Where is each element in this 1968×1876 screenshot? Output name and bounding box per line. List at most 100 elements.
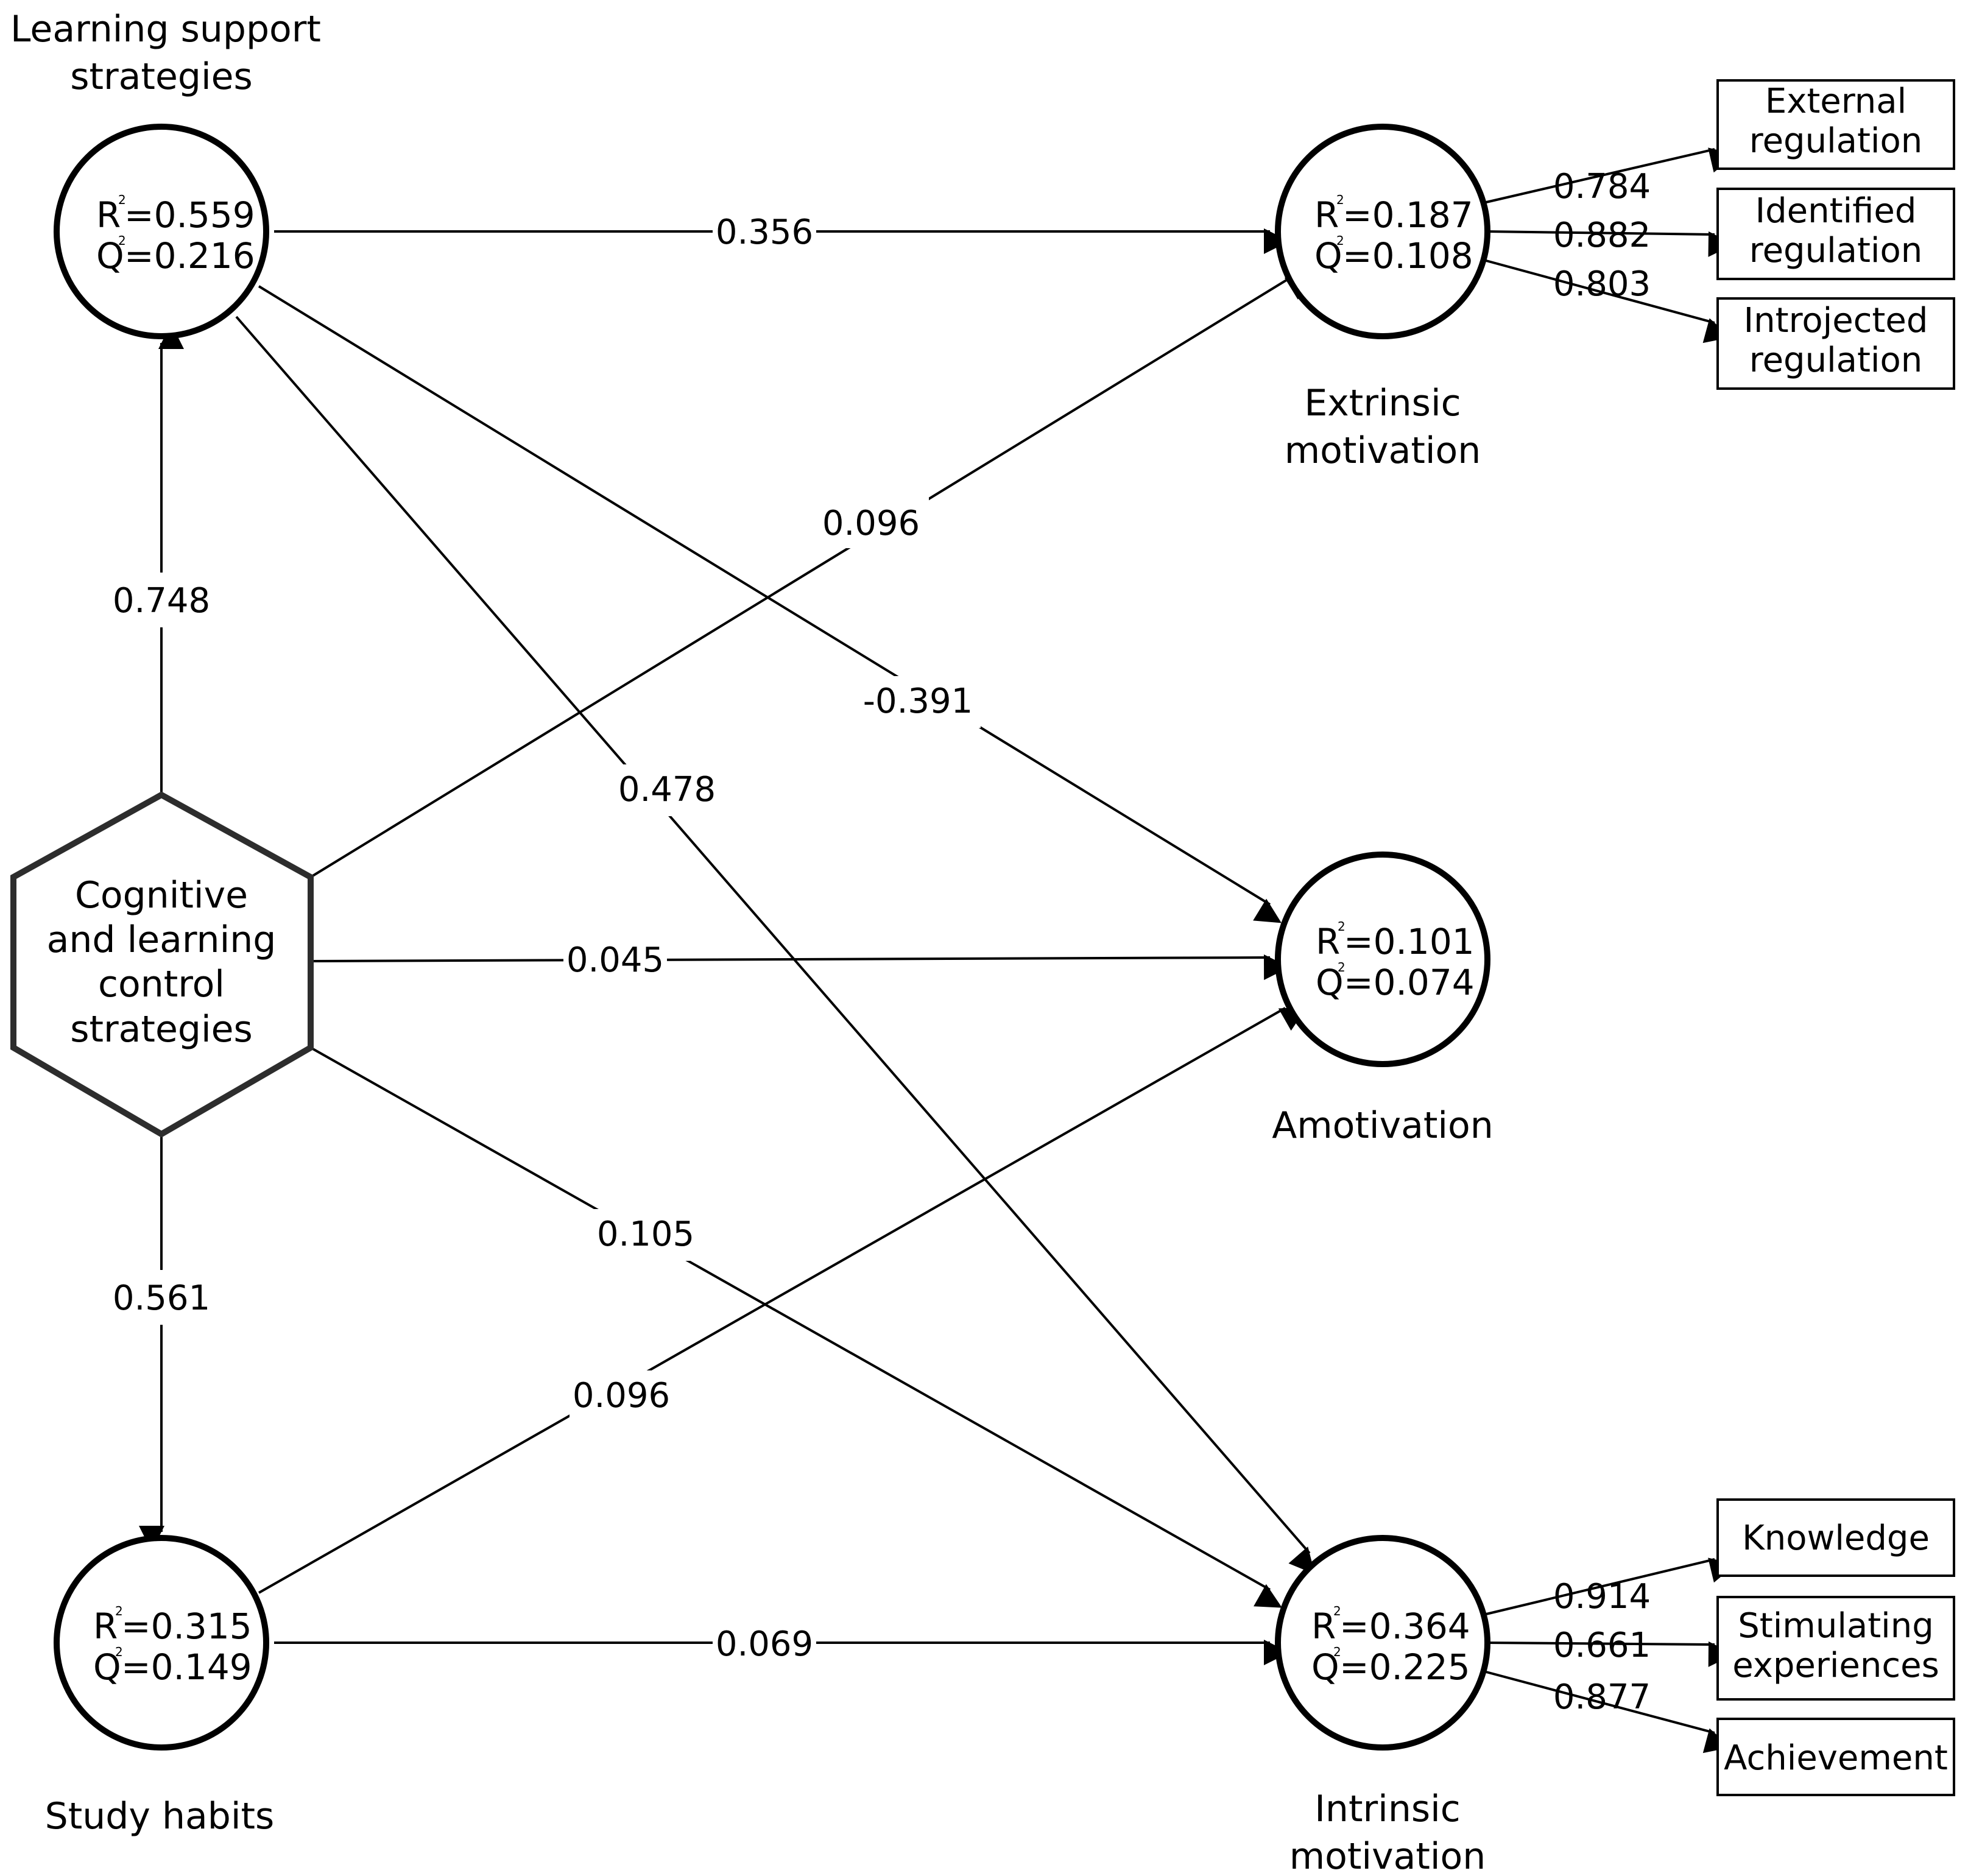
indicator-box: [1716, 1596, 1955, 1701]
indicator-label: Stimulating: [1738, 1606, 1934, 1646]
r-letter: R: [1316, 921, 1340, 962]
coef-lss-em: 0.356: [713, 210, 816, 256]
r2-value: =0.187: [1342, 194, 1473, 236]
indicator-box: [1716, 297, 1955, 390]
indicator-stimulating-experiences: Stimulating experiences: [1716, 1596, 1955, 1701]
q-superscript: 2: [1333, 1645, 1341, 1659]
loading-knowledge: 0.914: [1553, 1577, 1651, 1617]
coef-clcs-sh: 0.561: [110, 1270, 213, 1325]
construct-hexagon: [10, 791, 314, 1138]
q2-stat: Q 2 =0.216: [96, 233, 255, 277]
construct-label: strategies: [70, 1008, 253, 1051]
loading-path-knowledge: [1486, 1557, 1736, 1615]
coef-text: 0.096: [573, 1376, 670, 1416]
coef-clcs-em: 0.096: [819, 496, 929, 548]
construct-label: control: [98, 963, 225, 1006]
loading-path-stimulating-experiences: [1486, 1641, 1734, 1667]
loading-path-identified-regulation: [1486, 230, 1734, 257]
coef-text: -0.391: [863, 682, 973, 721]
r2-stat: R 2 =0.101: [1316, 919, 1475, 962]
construct-label: and learning: [47, 919, 277, 961]
indicator-box: [1716, 79, 1955, 170]
indicator-label: Achievement: [1724, 1738, 1948, 1778]
q2-stat: Q 2 =0.108: [1314, 233, 1473, 277]
indicator-box: [1716, 1498, 1955, 1577]
coef-text: 0.096: [822, 504, 920, 543]
coef-text: 0.045: [566, 940, 664, 980]
r2-stat: R 2 =0.315: [93, 1604, 252, 1647]
q-letter: Q: [1314, 235, 1342, 277]
coef-text: 0.105: [597, 1215, 694, 1254]
r-letter: R: [1314, 194, 1339, 236]
construct-label: Learning support: [10, 8, 321, 51]
loading-achievement: 0.877: [1553, 1677, 1651, 1717]
q2-stat: Q 2 =0.149: [93, 1645, 252, 1688]
r2-value: =0.315: [121, 1606, 252, 1647]
indicator-label: Identified: [1755, 191, 1917, 231]
r-superscript: 2: [118, 192, 126, 207]
r-letter: R: [93, 1606, 118, 1647]
q-superscript: 2: [118, 233, 126, 248]
q2-stat: Q 2 =0.225: [1311, 1645, 1470, 1688]
q2-value: =0.108: [1342, 235, 1473, 277]
q2-stat: Q 2 =0.074: [1316, 960, 1475, 1003]
construct-label: strategies: [70, 55, 253, 98]
construct-amotivation: R 2 =0.101 Q 2 =0.074 Amotivation: [1272, 852, 1494, 1147]
coef-clcs-lss: 0.748: [110, 573, 213, 627]
q2-value: =0.225: [1339, 1646, 1470, 1688]
construct-label: motivation: [1289, 1835, 1486, 1876]
indicator-external-regulation: External regulation: [1716, 79, 1955, 170]
construct-study-habits: R 2 =0.315 Q 2 =0.149 Study habits: [45, 1535, 275, 1838]
construct-circle: [54, 1535, 269, 1751]
construct-learning-support-strategies: Learning support strategies R 2 =0.559 Q…: [10, 8, 321, 339]
r2-value: =0.101: [1344, 921, 1475, 962]
q-superscript: 2: [115, 1645, 123, 1659]
coef-text: 0.561: [113, 1278, 210, 1318]
q-letter: Q: [93, 1646, 121, 1688]
construct-extrinsic-motivation: R 2 =0.187 Q 2 =0.108 Extrinsic motivati…: [1275, 124, 1490, 472]
coef-lss-im: 0.478: [612, 764, 722, 816]
indicator-introjected-regulation: Introjected regulation: [1716, 297, 1955, 390]
r-superscript: 2: [1338, 919, 1346, 934]
indicators-extrinsic: External regulation Identified regulatio…: [1716, 79, 1955, 390]
measurement-paths: [1486, 147, 1736, 1754]
loading-path-achievement: [1486, 1671, 1731, 1754]
construct-label: Cognitive: [75, 874, 248, 917]
q-letter: Q: [96, 235, 124, 277]
loading-stimulating-experiences: 0.661: [1553, 1626, 1651, 1665]
r2-value: =0.559: [124, 194, 255, 236]
indicator-label: Knowledge: [1742, 1518, 1930, 1558]
coef-clcs-am: 0.045: [563, 938, 667, 984]
r2-stat: R 2 =0.364: [1311, 1604, 1470, 1647]
loading-introjected-regulation: 0.803: [1553, 264, 1651, 304]
indicator-knowledge: Knowledge: [1716, 1498, 1955, 1577]
path-clcs-im: [310, 1046, 1282, 1608]
q-letter: Q: [1311, 1646, 1339, 1688]
indicators-intrinsic: Knowledge Stimulating experiences Achiev…: [1716, 1498, 1955, 1796]
construct-intrinsic-motivation: R 2 =0.364 Q 2 =0.225 Intrinsic motivati…: [1275, 1535, 1490, 1876]
loading-path-external-regulation: [1486, 147, 1736, 203]
r-letter: R: [96, 194, 121, 236]
path-clcs-em: [309, 275, 1313, 878]
indicator-box: [1716, 188, 1955, 280]
q-superscript: 2: [1338, 960, 1346, 975]
indicator-identified-regulation: Identified regulation: [1716, 188, 1955, 280]
r-superscript: 2: [1333, 1604, 1341, 1618]
loading-path-introjected-regulation: [1486, 259, 1731, 344]
construct-circle: [54, 124, 269, 339]
r2-stat: R 2 =0.559: [96, 192, 255, 236]
q-letter: Q: [1316, 962, 1344, 1003]
coef-text: 0.748: [113, 581, 210, 621]
construct-circle: [1275, 124, 1490, 339]
construct-cognitive-and-learning-control-strategies: Cognitive and learning control strategie…: [10, 791, 314, 1138]
coef-text: 0.478: [618, 770, 716, 809]
construct-label: Study habits: [45, 1795, 275, 1838]
coef-sh-am: 0.096: [570, 1370, 679, 1422]
coef-text: 0.356: [716, 213, 813, 252]
loading-identified-regulation: 0.882: [1553, 216, 1651, 255]
path-clcs-am: [310, 954, 1290, 981]
coef-lss-am: -0.391: [859, 676, 981, 728]
construct-label: Amotivation: [1272, 1104, 1494, 1147]
q2-value: =0.216: [124, 235, 255, 277]
q-superscript: 2: [1336, 233, 1344, 248]
